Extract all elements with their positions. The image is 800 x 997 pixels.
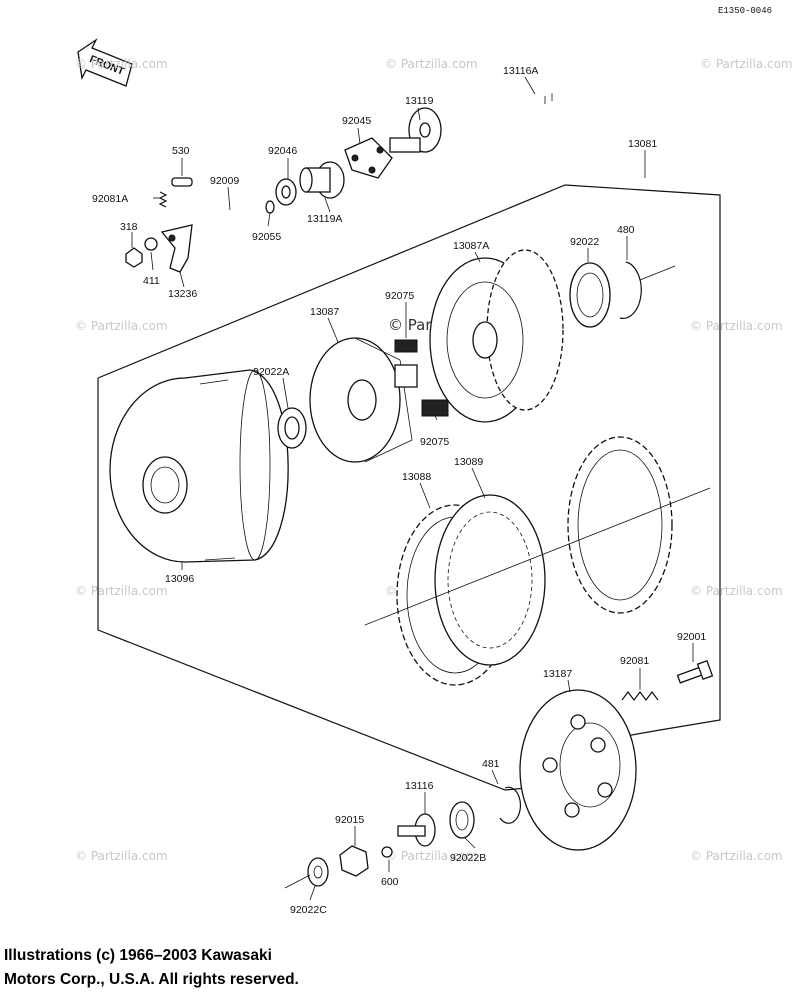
watermark: © Partzilla.com (385, 57, 478, 71)
bracket-92045 (344, 137, 393, 179)
label-13116: 13116 (405, 780, 434, 792)
label-13089: 13089 (454, 456, 483, 468)
lever-13236 (160, 224, 193, 273)
label-92022A: 92022A (253, 366, 289, 378)
leader-lines (131, 76, 694, 901)
pushrod-13116 (397, 813, 436, 847)
watermark: © Partzilla.com (385, 849, 478, 863)
damper-92075-lower (421, 399, 449, 417)
stud-92009 (204, 204, 259, 230)
pin-530 (171, 177, 193, 187)
copyright-line-2: Motors Corp., U.S.A. All rights reserved… (4, 971, 299, 988)
label-92022B: 92022B (450, 852, 486, 864)
washer-92055 (265, 200, 275, 214)
washer-92022 (569, 262, 611, 328)
label-411: 411 (143, 275, 160, 287)
watermark: © Partzilla.com (75, 584, 168, 598)
watermark: © Partzilla.com (690, 319, 783, 333)
label-530: 530 (172, 145, 190, 157)
circlip-481 (499, 786, 522, 824)
label-92055: 92055 (252, 231, 281, 243)
label-480: 480 (617, 224, 635, 236)
label-481: 481 (482, 758, 500, 770)
washer-92022A (277, 407, 307, 449)
label-92075-upper: 92075 (385, 290, 414, 302)
washer-92022B (449, 801, 475, 839)
label-92015: 92015 (335, 814, 364, 826)
label-92022: 92022 (570, 236, 599, 248)
washer-92022C (307, 857, 329, 887)
damper-92075-upper (394, 339, 418, 353)
clutch-hub-13087 (309, 337, 418, 463)
label-13087A: 13087A (453, 240, 489, 252)
label-13236: 13236 (168, 288, 197, 300)
label-13119: 13119 (405, 95, 434, 107)
axis-line-upper (639, 265, 676, 281)
label-92045: 92045 (342, 115, 371, 127)
label-13087: 13087 (310, 306, 339, 318)
label-92046: 92046 (268, 145, 297, 157)
nut-92015 (339, 845, 369, 877)
gear-13087A (429, 249, 564, 423)
clutch-housing-13096 (109, 369, 289, 563)
label-92075-lower: 92075 (420, 436, 449, 448)
label-13187: 13187 (543, 668, 572, 680)
label-13096: 13096 (165, 573, 194, 585)
watermark: © Partzilla.com (75, 319, 168, 333)
axis-line-plates (364, 487, 711, 626)
axis-line-lower (284, 874, 311, 889)
spring-92081 (621, 691, 659, 701)
bolt-92001 (676, 659, 714, 684)
watermark: © Partzilla.com (75, 849, 168, 863)
watermark: © Partzilla.com (75, 57, 168, 71)
label-13116A: 13116A (503, 65, 538, 77)
pressure-plate-13187 (519, 689, 637, 851)
label-13119A: 13119A (307, 213, 342, 225)
spring-92081A (158, 191, 168, 208)
release-13119A (299, 161, 345, 199)
watermark: © Partzilla.com (690, 584, 783, 598)
label-13081: 13081 (628, 138, 657, 150)
watermark: © Partzilla.com (700, 57, 793, 71)
label-92001: 92001 (677, 631, 706, 643)
label-318: 318 (120, 221, 138, 233)
nut-318 (125, 247, 143, 268)
label-92022C: 92022C (290, 904, 327, 916)
bearing-92046 (275, 178, 297, 206)
label-13088: 13088 (402, 471, 431, 483)
document-code: E1350-0046 (718, 6, 772, 16)
copyright-notice: Illustrations (c) 1966–2003 Kawasaki Mot… (4, 944, 564, 992)
release-13119 (389, 107, 442, 153)
label-92081: 92081 (620, 655, 649, 667)
push-rod-13116A (451, 53, 661, 132)
steel-plate-13089 (434, 494, 546, 666)
label-600: 600 (381, 876, 399, 888)
washer-411 (144, 237, 158, 251)
friction-plate-right (567, 436, 673, 614)
ball-600 (381, 846, 393, 858)
label-92009: 92009 (210, 175, 239, 187)
watermark: © Partzilla.com (690, 849, 783, 863)
label-92081A: 92081A (92, 193, 128, 205)
copyright-line-1: Illustrations (c) 1966–2003 Kawasaki (4, 947, 272, 964)
part-labels: 13116A 13119 13081 92045 530 92046 92081… (92, 65, 706, 916)
circlip-480 (619, 261, 642, 319)
